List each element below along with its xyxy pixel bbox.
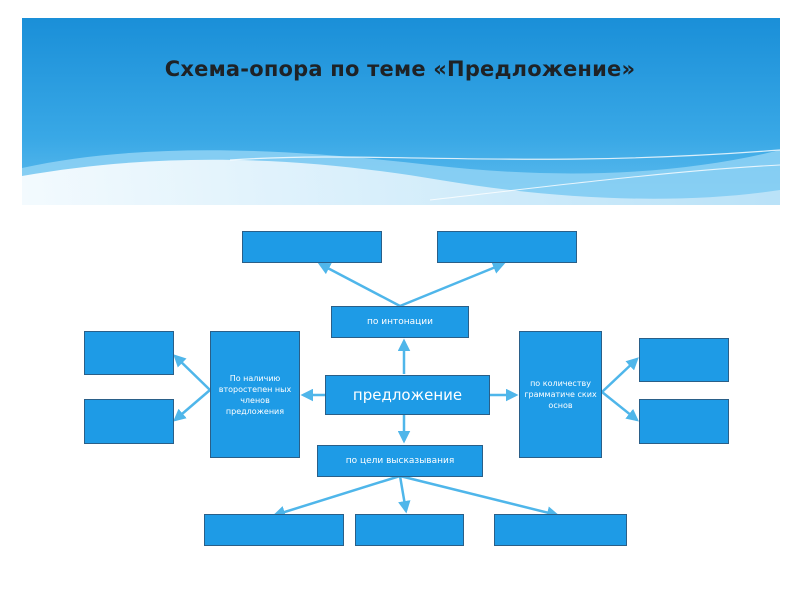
empty-box-left-lower — [84, 399, 174, 444]
intonation-box: по интонации — [331, 306, 469, 338]
intonation-label: по интонации — [367, 317, 433, 327]
arrow-purpose-left — [272, 474, 401, 518]
wave-line-1 — [229, 149, 781, 161]
arrow-purpose-right — [399, 474, 560, 519]
empty-box-left-upper — [84, 331, 174, 375]
secondary-members-label: По наличию второстепен ных членов предло… — [218, 373, 292, 416]
arrow-secondary-lower — [173, 389, 211, 422]
grammatical-bases-label: по количеству грамматиче ских основ — [524, 379, 597, 410]
white-base — [0, 205, 800, 230]
purpose-box: по цели высказывания — [317, 445, 483, 477]
arrow-secondary-upper — [173, 354, 211, 391]
secondary-members-box: По наличию второстепен ных членов предло… — [210, 331, 300, 458]
arrow-intonation-right — [399, 261, 506, 308]
empty-box-right-lower — [639, 399, 729, 444]
empty-box-bottom-middle — [355, 514, 464, 546]
arrow-bases-upper — [601, 357, 639, 393]
arrow-bases-lower — [601, 391, 639, 422]
slide-title: Схема-опора по теме «Предложение» — [164, 57, 636, 81]
empty-box-right-upper — [639, 338, 729, 382]
arrow-intonation-left — [317, 262, 401, 308]
center-box: предложение — [325, 375, 490, 415]
empty-box-bottom-right — [494, 514, 627, 546]
empty-box-bottom-left — [204, 514, 344, 546]
grammatical-bases-box: по количеству грамматиче ских основ — [519, 331, 602, 458]
header-background — [0, 18, 800, 230]
arrow-purpose-middle — [398, 475, 411, 514]
center-label: предложение — [352, 386, 463, 404]
empty-box-top-right — [437, 231, 577, 263]
empty-box-top-left — [242, 231, 382, 263]
wave-line-2 — [429, 164, 781, 201]
purpose-label: по цели высказывания — [345, 456, 455, 466]
